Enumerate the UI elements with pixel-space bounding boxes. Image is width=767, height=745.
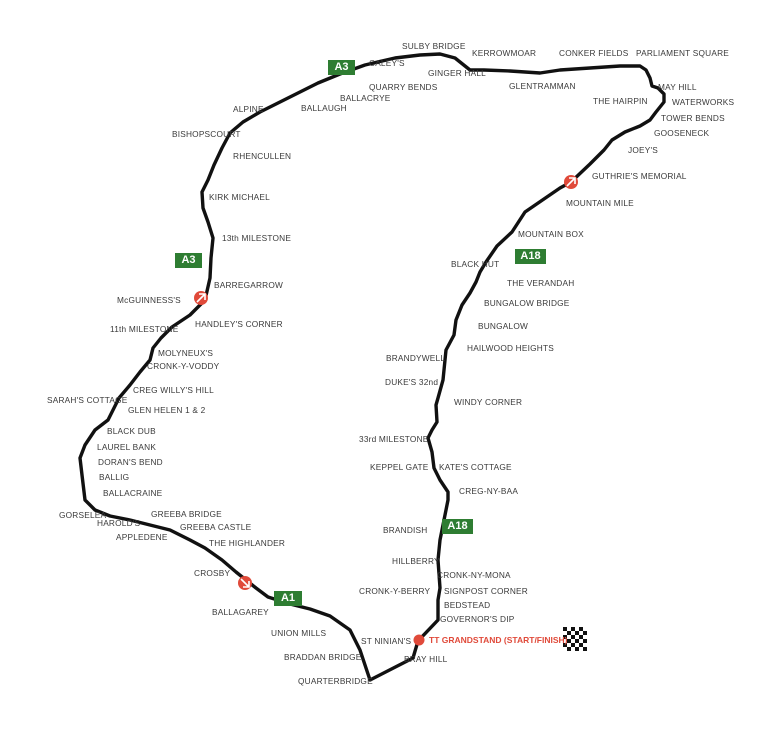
label-barregarrow: BARREGARROW xyxy=(214,280,284,290)
label-quarry-bends: QUARRY BENDS xyxy=(369,82,438,92)
label-ballig: BALLIG xyxy=(99,472,130,482)
label-black-dub: BLACK DUB xyxy=(107,426,156,436)
marker-mcguinness xyxy=(194,291,208,305)
start-finish-dot xyxy=(413,634,425,646)
label-harolds: HAROLD'S xyxy=(97,518,141,528)
label-kates-cottage: KATE'S COTTAGE xyxy=(439,462,512,472)
road-sign-a1: A1 xyxy=(274,591,302,606)
label-creg-willys-hill: CREG WILLY'S HILL xyxy=(133,385,214,395)
track-line xyxy=(78,52,666,682)
label-parliament-square: PARLIAMENT SQUARE xyxy=(636,48,729,58)
road-sign-a18-south: A18 xyxy=(442,519,473,534)
label-greeba-castle: GREEBA CASTLE xyxy=(180,522,252,532)
label-gorselea: GORSELEA xyxy=(59,510,107,520)
label-mountain-box: MOUNTAIN BOX xyxy=(518,229,584,239)
label-laurel-bank: LAUREL BANK xyxy=(97,442,157,452)
label-bungalow-bridge: BUNGALOW BRIDGE xyxy=(484,298,570,308)
label-hillberry: HILLBERRY xyxy=(392,556,440,566)
label-glentramman: GLENTRAMMAN xyxy=(509,81,576,91)
label-handleys-corner: HANDLEY'S CORNER xyxy=(195,319,283,329)
label-the-highlander: THE HIGHLANDER xyxy=(209,538,286,548)
label-st-ninians: ST NINIAN'S xyxy=(361,636,412,646)
label-dukes-32nd: DUKE'S 32nd xyxy=(385,377,439,387)
label-cronk-y-berry: CRONK-Y-BERRY xyxy=(359,586,431,596)
label-cronk-y-voddy: CRONK-Y-VODDY xyxy=(147,361,220,371)
label-kerrowmoar: KERROWMOAR xyxy=(472,48,537,58)
label-brandish: BRANDISH xyxy=(383,525,428,535)
label-brandywell: BRANDYWELL xyxy=(386,353,446,363)
label-waterworks: WATERWORKS xyxy=(672,97,735,107)
label-ballaugh: BALLAUGH xyxy=(301,103,347,113)
label-11th-milestone: 11th MILESTONE xyxy=(110,324,179,334)
label-mountain-mile: MOUNTAIN MILE xyxy=(566,198,634,208)
label-sarahs-cottage: SARAH'S COTTAGE xyxy=(47,395,128,405)
label-molyneuxs: MOLYNEUX'S xyxy=(158,348,214,358)
label-mcguinnesss: McGUINNESS'S xyxy=(117,295,181,305)
start-finish-label: TT GRANDSTAND (START/FINISH) xyxy=(429,635,568,645)
road-sign-a3-west: A3 xyxy=(175,253,202,268)
label-ginger-hall: GINGER HALL xyxy=(428,68,486,78)
label-glen-helen: GLEN HELEN 1 & 2 xyxy=(128,405,206,415)
label-tower-bends: TOWER BENDS xyxy=(661,113,725,123)
label-windy-corner: WINDY CORNER xyxy=(454,397,523,407)
label-33rd-milestone: 33rd MILESTONE xyxy=(359,434,429,444)
chequered-flag-icon xyxy=(563,627,587,651)
label-signpost-corner: SIGNPOST CORNER xyxy=(444,586,528,596)
label-hailwood-heights: HAILWOOD HEIGHTS xyxy=(467,343,554,353)
label-ballacrye: BALLACRYE xyxy=(340,93,391,103)
label-crosby: CROSBY xyxy=(194,568,231,578)
label-the-verandah: THE VERANDAH xyxy=(507,278,575,288)
label-union-mills: UNION MILLS xyxy=(271,628,327,638)
label-conker-fields: CONKER FIELDS xyxy=(559,48,629,58)
label-gooseneck: GOOSENECK xyxy=(654,128,710,138)
label-alpine: ALPINE xyxy=(233,104,264,114)
label-bedstead: BEDSTEAD xyxy=(444,600,491,610)
label-sulby-bridge: SULBY BRIDGE xyxy=(402,41,466,51)
label-quarterbridge: QUARTERBRIDGE xyxy=(298,676,373,686)
label-appledene: APPLEDENE xyxy=(116,532,168,542)
label-the-hairpin: THE HAIRPIN xyxy=(593,96,648,106)
marker-crosby xyxy=(238,576,252,590)
label-kirk-michael: KIRK MICHAEL xyxy=(209,192,270,202)
label-greeba-bridge: GREEBA BRIDGE xyxy=(151,509,222,519)
label-may-hill: MAY HILL xyxy=(658,82,697,92)
label-bray-hill: BRAY HILL xyxy=(404,654,448,664)
label-black-hut: BLACK HUT xyxy=(451,259,500,269)
label-guthries-memorial: GUTHRIE'S MEMORIAL xyxy=(592,171,687,181)
label-caleys: CALEY'S xyxy=(369,58,405,68)
label-dorans-bend: DORAN'S BEND xyxy=(98,457,163,467)
label-bishopscourt: BISHOPSCOURT xyxy=(172,129,241,139)
label-braddan-bridge: BRADDAN BRIDGE xyxy=(284,652,362,662)
label-ballacraine: BALLACRAINE xyxy=(103,488,163,498)
label-rhencullen: RHENCULLEN xyxy=(233,151,292,161)
label-keppel-gate: KEPPEL GATE xyxy=(370,462,429,472)
road-sign-a18-mountain: A18 xyxy=(515,249,546,264)
label-governors-dip: GOVERNOR'S DIP xyxy=(440,614,515,624)
label-ballagarey: BALLAGAREY xyxy=(212,607,269,617)
road-sign-a3-north: A3 xyxy=(328,60,355,75)
label-creg-ny-baa: CREG-NY-BAA xyxy=(459,486,519,496)
label-cronk-ny-mona: CRONK-NY-MONA xyxy=(437,570,511,580)
label-bungalow: BUNGALOW xyxy=(478,321,529,331)
label-joeys: JOEY'S xyxy=(628,145,658,155)
marker-guthries-memorial xyxy=(564,175,578,189)
label-13th-milestone: 13th MILESTONE xyxy=(222,233,292,243)
